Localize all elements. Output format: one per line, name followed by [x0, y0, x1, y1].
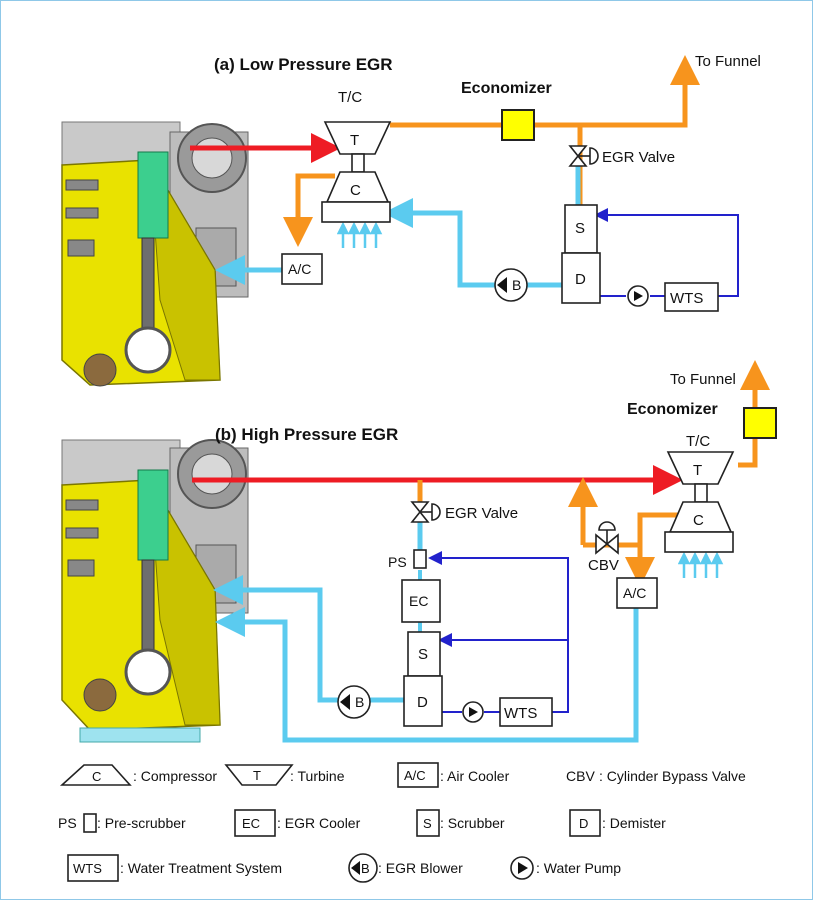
exhaust-to-funnel-pipe-a: [390, 55, 700, 128]
egr-valve-a: [568, 145, 599, 167]
egr-return-pipe-a: [383, 198, 562, 288]
demister-box-a: [561, 252, 601, 304]
compressor-to-cooler-pipe-a: [283, 173, 335, 247]
engine-illustration-b: [61, 439, 249, 743]
scavenge-air-pipe-b: [215, 607, 639, 743]
legend-s-symbol-text: S: [423, 816, 432, 831]
legend-air-cooler-symbol-text: A/C: [404, 768, 426, 783]
legend-turbine: : Turbine: [290, 768, 345, 784]
demister-letter-a: D: [575, 271, 586, 288]
economizer-label-a: Economizer: [461, 80, 552, 97]
legend-ec: : EGR Cooler: [277, 815, 361, 831]
tc-label-a: T/C: [338, 89, 362, 106]
legend-d-symbol-text: D: [579, 816, 588, 831]
turbine-letter-a: T: [350, 132, 359, 149]
legend-ec-symbol-text: EC: [242, 816, 260, 831]
economizer-box-a: [501, 109, 535, 141]
compressor-letter-b: C: [693, 512, 704, 529]
water-loop-a: [594, 208, 739, 297]
egr-valve-label-a: EGR Valve: [602, 149, 675, 166]
legend-ps-box: [83, 813, 97, 833]
scrubber-letter-b: S: [418, 646, 428, 663]
pre-scrubber-box-b: [413, 549, 427, 569]
legend-d: : Demister: [602, 815, 666, 831]
wts-label-b: WTS: [504, 705, 537, 722]
legend-air-cooler: : Air Cooler: [440, 768, 510, 784]
diagram-b-title: (b) High Pressure EGR: [215, 425, 398, 444]
water-pump-b: [462, 701, 484, 723]
legend-s-symbol: [416, 809, 440, 837]
wts-label-a: WTS: [670, 290, 703, 307]
air-cooler-box-b: [616, 577, 658, 609]
economizer-label-b: Economizer: [627, 401, 718, 418]
legend-wts-symbol: [67, 854, 119, 882]
exhaust-to-funnel-pipe-b: [738, 360, 770, 468]
compressor-outlet-pipe-b: [625, 512, 692, 587]
legend-air-cooler-symbol: [397, 762, 439, 788]
air-cooler-label-b: A/C: [623, 585, 646, 601]
legend-compressor-symbol-letter: C: [92, 769, 101, 784]
wts-box-b: [499, 697, 553, 727]
legend-compressor-symbol: [59, 764, 132, 786]
egr-valve-b: [410, 501, 441, 523]
air-cooler-label-a: A/C: [288, 261, 311, 277]
legend: C : Compressor T : Turbine A/C : Air Coo…: [58, 762, 746, 883]
legend-wts: : Water Treatment System: [120, 860, 282, 876]
legend-turbine-symbol-letter: T: [253, 768, 261, 783]
turbine-letter-b: T: [693, 462, 702, 479]
legend-turbine-symbol: [224, 764, 294, 786]
egr-cooler-box-b: [401, 579, 441, 623]
demister-letter-b: D: [417, 694, 428, 711]
ec-label-b: EC: [409, 593, 428, 609]
legend-ps: : Pre-scrubber: [97, 815, 186, 831]
wts-box-a: [664, 282, 719, 312]
legend-ps-symbol: PS: [58, 815, 77, 831]
economizer-box-b: [743, 407, 777, 439]
legend-ec-symbol: [234, 809, 276, 837]
turbocharger-a: [321, 121, 392, 223]
ps-label-b: PS: [388, 554, 407, 570]
blower-letter-b: B: [355, 694, 364, 710]
legend-blower: : EGR Blower: [378, 860, 463, 876]
to-funnel-label-b: To Funnel: [670, 371, 736, 388]
water-loop-pre-scrubber-b: [428, 551, 569, 713]
compressor-letter-a: C: [350, 182, 361, 199]
legend-d-symbol: [569, 809, 601, 837]
legend-cbv: : Cylinder Bypass Valve: [599, 768, 746, 784]
legend-s: : Scrubber: [440, 815, 505, 831]
turbine-symbol-a: [323, 121, 392, 155]
tc-label-b: T/C: [686, 433, 710, 450]
legend-wts-symbol-text: WTS: [73, 861, 102, 876]
legend-blower-icon: [348, 853, 378, 883]
water-pump-a: [627, 285, 649, 307]
legend-cbv-symbol: CBV: [566, 768, 595, 784]
blower-letter-a: B: [512, 277, 521, 293]
cbv-label-b: CBV: [588, 557, 619, 574]
air-cooler-box-a: [281, 253, 323, 285]
legend-pump: : Water Pump: [536, 860, 621, 876]
cbv-valve-b: [595, 521, 619, 555]
egr-blower-a: [494, 268, 528, 302]
egr-valve-label-b: EGR Valve: [445, 505, 518, 522]
legend-compressor: : Compressor: [133, 768, 217, 784]
scrubber-box-a: [564, 204, 598, 254]
to-funnel-label-a: To Funnel: [695, 53, 761, 70]
turbocharger-b: [664, 451, 735, 553]
scrubber-letter-a: S: [575, 220, 585, 237]
egr-blower-b: [337, 685, 371, 719]
diagram-a-title: (a) Low Pressure EGR: [214, 55, 393, 74]
engine-illustration-a: [61, 121, 249, 387]
demister-box-b: [403, 675, 443, 727]
egr-return-pipe-b: [213, 575, 405, 703]
legend-blower-symbol-letter: B: [361, 861, 370, 876]
